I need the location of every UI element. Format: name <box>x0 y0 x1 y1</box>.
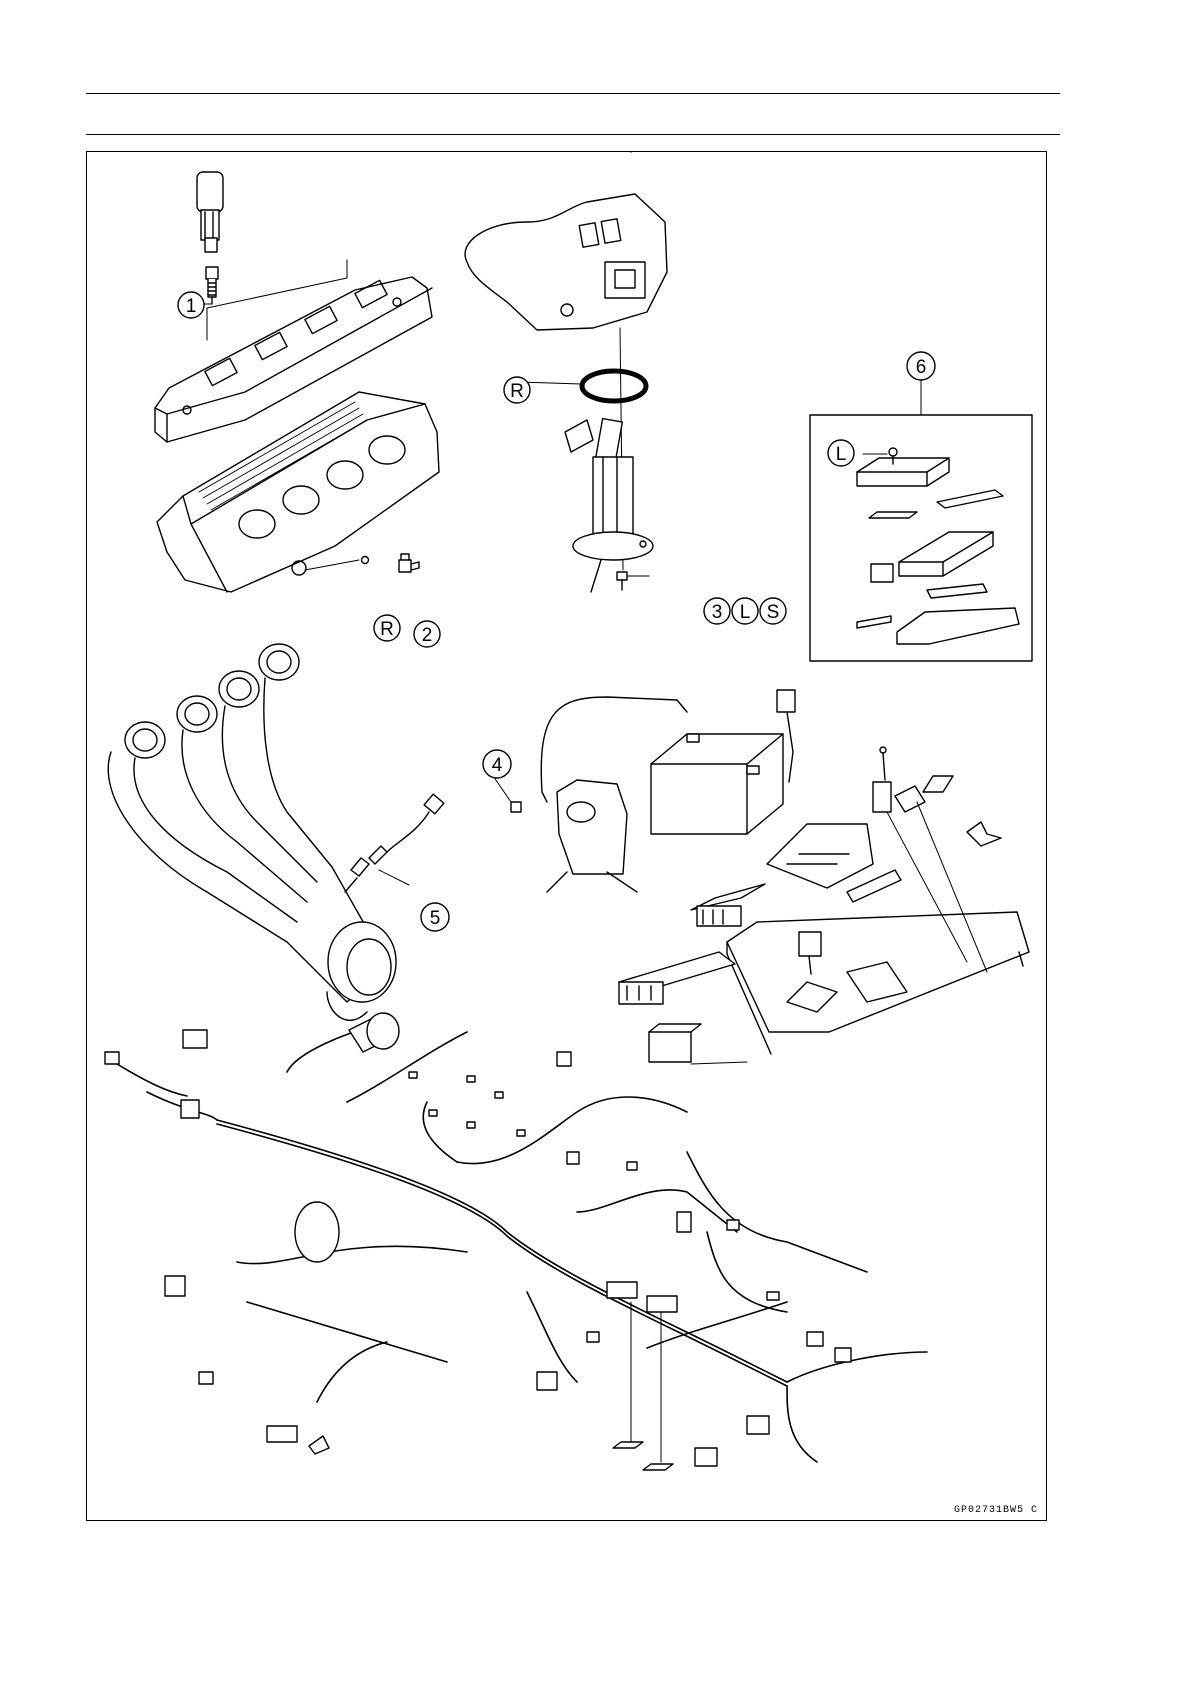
callout-r-sensor-label: R <box>380 619 394 640</box>
harness-connectors <box>105 152 851 1470</box>
callout-3-s: S <box>760 598 786 624</box>
ecu-tray-illustration <box>727 912 1029 1054</box>
callout-3: 3 <box>704 598 730 624</box>
exploded-view-drawing: 1 2 R R 3 L S 6 <box>87 152 1048 1522</box>
callout-r-fuel-label: R <box>510 381 524 402</box>
callout-4-label: 4 <box>492 755 503 776</box>
ecu-bracket-illustration <box>857 458 1019 644</box>
callout-4: 4 <box>483 750 511 778</box>
figure-code: GP02731BW5 C <box>954 1505 1038 1516</box>
callout-3-l: L <box>732 598 758 624</box>
callout-1-label: 1 <box>186 296 197 317</box>
exploded-view-frame: 1 2 R R 3 L S 6 <box>86 151 1047 1521</box>
battery-bolt <box>511 802 521 812</box>
callout-6: 6 <box>907 352 935 380</box>
ignition-coil-illustration <box>197 172 223 252</box>
fuel-pump-bolt <box>617 572 627 590</box>
ecu-module-upper <box>691 884 765 926</box>
callout-r-sensor: R <box>374 615 400 641</box>
callout-r-fuel: R <box>504 377 530 403</box>
fuel-pump-gasket <box>582 371 646 401</box>
callout-l-box6-label: L <box>836 444 847 465</box>
callout-1: 1 <box>178 292 204 318</box>
callout-3-s-label: S <box>767 602 780 623</box>
ecu-upper-tray-illustration <box>767 824 901 902</box>
water-temperature-sensor-illustration <box>399 554 419 572</box>
callout-l-box6: L <box>828 440 854 466</box>
fuel-pump-illustration <box>565 419 653 592</box>
leader-5 <box>379 870 409 885</box>
ecu-module-lower <box>619 952 735 1004</box>
callout-6-label: 6 <box>916 357 927 378</box>
callout-2: 2 <box>414 621 440 647</box>
callout-5: 5 <box>421 903 449 931</box>
callout-3-label: 3 <box>712 602 723 623</box>
main-wiring-harness-illustration <box>117 1022 927 1462</box>
battery-illustration <box>651 734 783 834</box>
spark-plug-illustration <box>206 267 218 304</box>
o-ring-small <box>362 557 369 564</box>
callout-2-label: 2 <box>422 625 433 646</box>
fuel-tank-illustration <box>465 194 667 570</box>
header-rule-top <box>86 93 1060 94</box>
callout-5-label: 5 <box>430 908 441 929</box>
header-rule-bottom <box>86 134 1060 135</box>
starter-relay-housing-illustration <box>547 780 637 892</box>
callout-3-l-label: L <box>740 602 751 623</box>
exhaust-header-illustration <box>108 644 396 1020</box>
